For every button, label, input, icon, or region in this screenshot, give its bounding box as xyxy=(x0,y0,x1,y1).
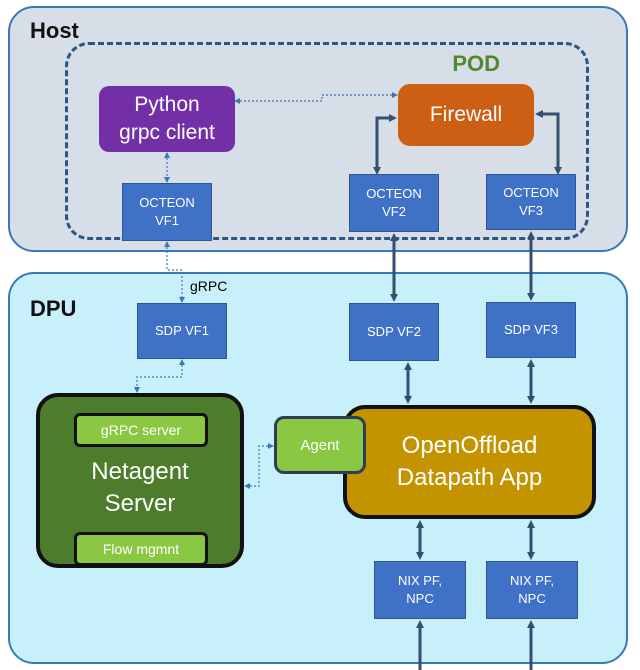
grpc-server-module: gRPC server xyxy=(74,413,208,447)
agent: Agent xyxy=(274,416,366,474)
dpu-label: DPU xyxy=(30,296,77,321)
octeon-vf3: OCTEON VF3 xyxy=(486,174,576,230)
grpc-link-label: gRPC xyxy=(190,278,227,294)
nix-pf-npc-1: NIX PF, NPC xyxy=(374,561,466,619)
firewall-vf3-link xyxy=(535,110,562,175)
flow-mgmnt-module: Flow mgmnt xyxy=(74,532,208,566)
host-label: Host xyxy=(30,18,79,43)
firewall: Firewall xyxy=(398,84,534,146)
nix-pf-npc-2: NIX PF, NPC xyxy=(486,561,578,619)
grpc-vf-link xyxy=(164,241,185,303)
openoffload-datapath-app: OpenOffload Datapath App xyxy=(343,405,596,519)
pod-label: POD xyxy=(452,51,500,76)
netagent-server: gRPC server Netagent Server Flow mgmnt xyxy=(36,393,244,568)
octeon-vf1: OCTEON VF1 xyxy=(122,183,212,241)
pod-boundary: POD xyxy=(65,42,589,240)
client-firewall-link xyxy=(234,92,398,104)
python-grpc-client: Python grpc client xyxy=(99,86,235,152)
sdp-vf1: SDP VF1 xyxy=(137,303,227,359)
netagent-server-label: Netagent Server xyxy=(91,458,189,517)
firewall-vf2-link xyxy=(373,114,397,175)
sdp-vf3: SDP VF3 xyxy=(486,302,576,358)
octeon-vf2: OCTEON VF2 xyxy=(349,174,439,232)
sdpvf1-netagent-link xyxy=(134,359,185,393)
sdp-vf2: SDP VF2 xyxy=(349,303,439,361)
netagent-agent-link xyxy=(244,443,274,489)
